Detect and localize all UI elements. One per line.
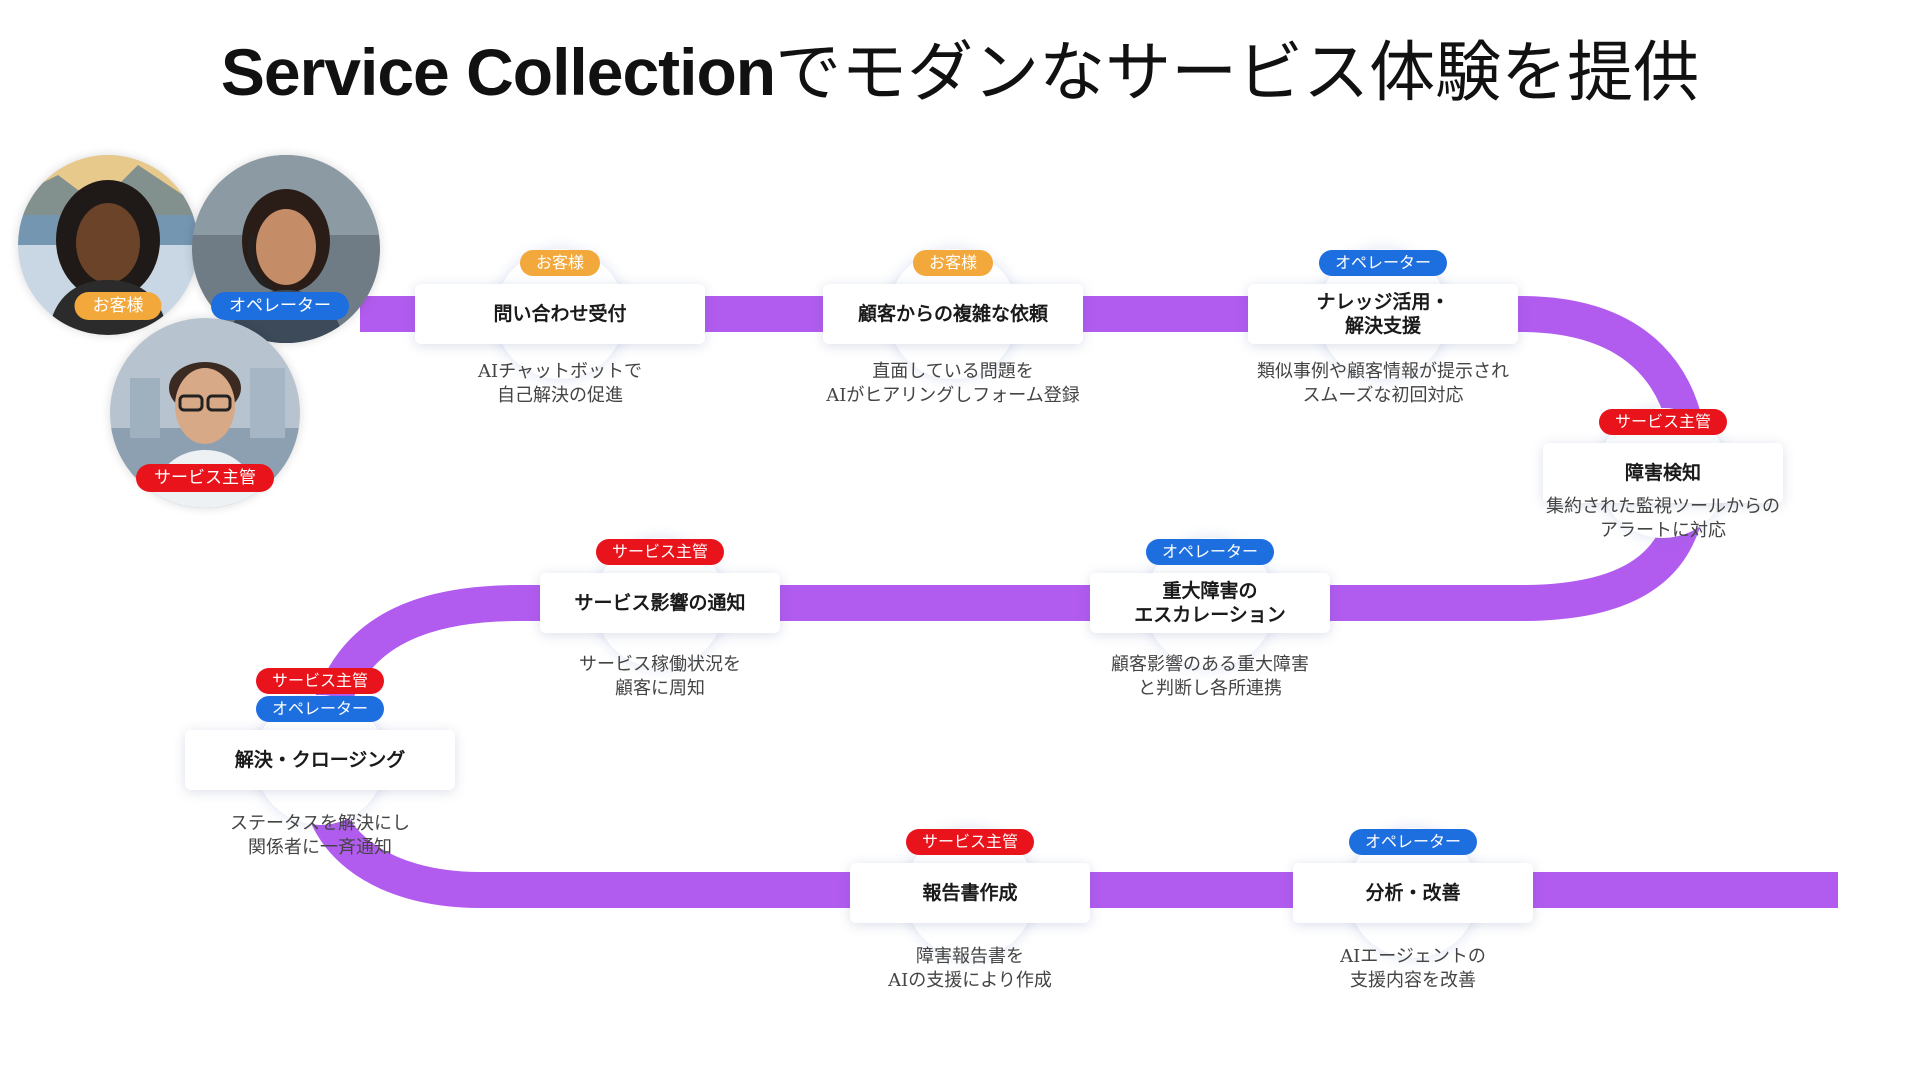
step-card[interactable]: サービス影響の通知 [540,573,780,633]
step-description: AIチャットボットで 自己解決の促進 [478,361,642,406]
title-text: でモダンなサービス体験を提供 [775,34,1700,111]
role-tag-operator: オペレーター [1348,829,1478,855]
step-card[interactable]: 顧客からの複雑な依頼 [823,284,1083,344]
page-title: Service Collectionでモダンなサービス体験を提供 [0,32,1920,113]
role-tag-manager: サービス主管 [1598,409,1728,435]
role-tag-operator: オペレーター [255,696,385,722]
step-description: 障害報告書を AIの支援により作成 [888,946,1052,991]
step-description: 顧客影響のある重大障害 と判断し各所連携 [1111,654,1309,699]
step-description: 集約された監視ツールからの アラートに対応 [1546,496,1780,541]
step-card[interactable]: 報告書作成 [850,863,1090,923]
role-tag-manager: サービス主管 [255,668,385,694]
role-tag-customer: お客様 [519,250,601,276]
step-description: 直面している問題を AIがヒアリングしフォーム登録 [826,361,1080,406]
step-card[interactable]: 重大障害の エスカレーション [1090,573,1330,633]
step-description: AIエージェントの 支援内容を改善 [1340,946,1486,991]
role-tag-manager: サービス主管 [595,539,725,565]
step-card[interactable]: 解決・クロージング [185,730,455,790]
step-description: ステータスを解決にし 関係者に一斉通知 [230,813,410,858]
role-tag-customer: お客様 [912,250,994,276]
step-card[interactable]: ナレッジ活用・ 解決支援 [1248,284,1518,344]
persona-tag-manager: サービス主管 [136,464,274,492]
role-tag-operator: オペレーター [1145,539,1275,565]
step-description: サービス稼働状況を 顧客に周知 [579,654,741,699]
persona-tag-operator: オペレーター [211,292,349,320]
role-tag-manager: サービス主管 [905,829,1035,855]
step-card[interactable]: 障害検知 [1543,443,1783,503]
step-card[interactable]: 分析・改善 [1293,863,1533,923]
persona-tag-customer: お客様 [74,292,162,320]
step-description: 類似事例や顧客情報が提示され スムーズな初回対応 [1257,361,1509,406]
title-brand: Service Collection [220,35,776,109]
step-card[interactable]: 問い合わせ受付 [415,284,705,344]
role-tag-operator: オペレーター [1318,250,1448,276]
